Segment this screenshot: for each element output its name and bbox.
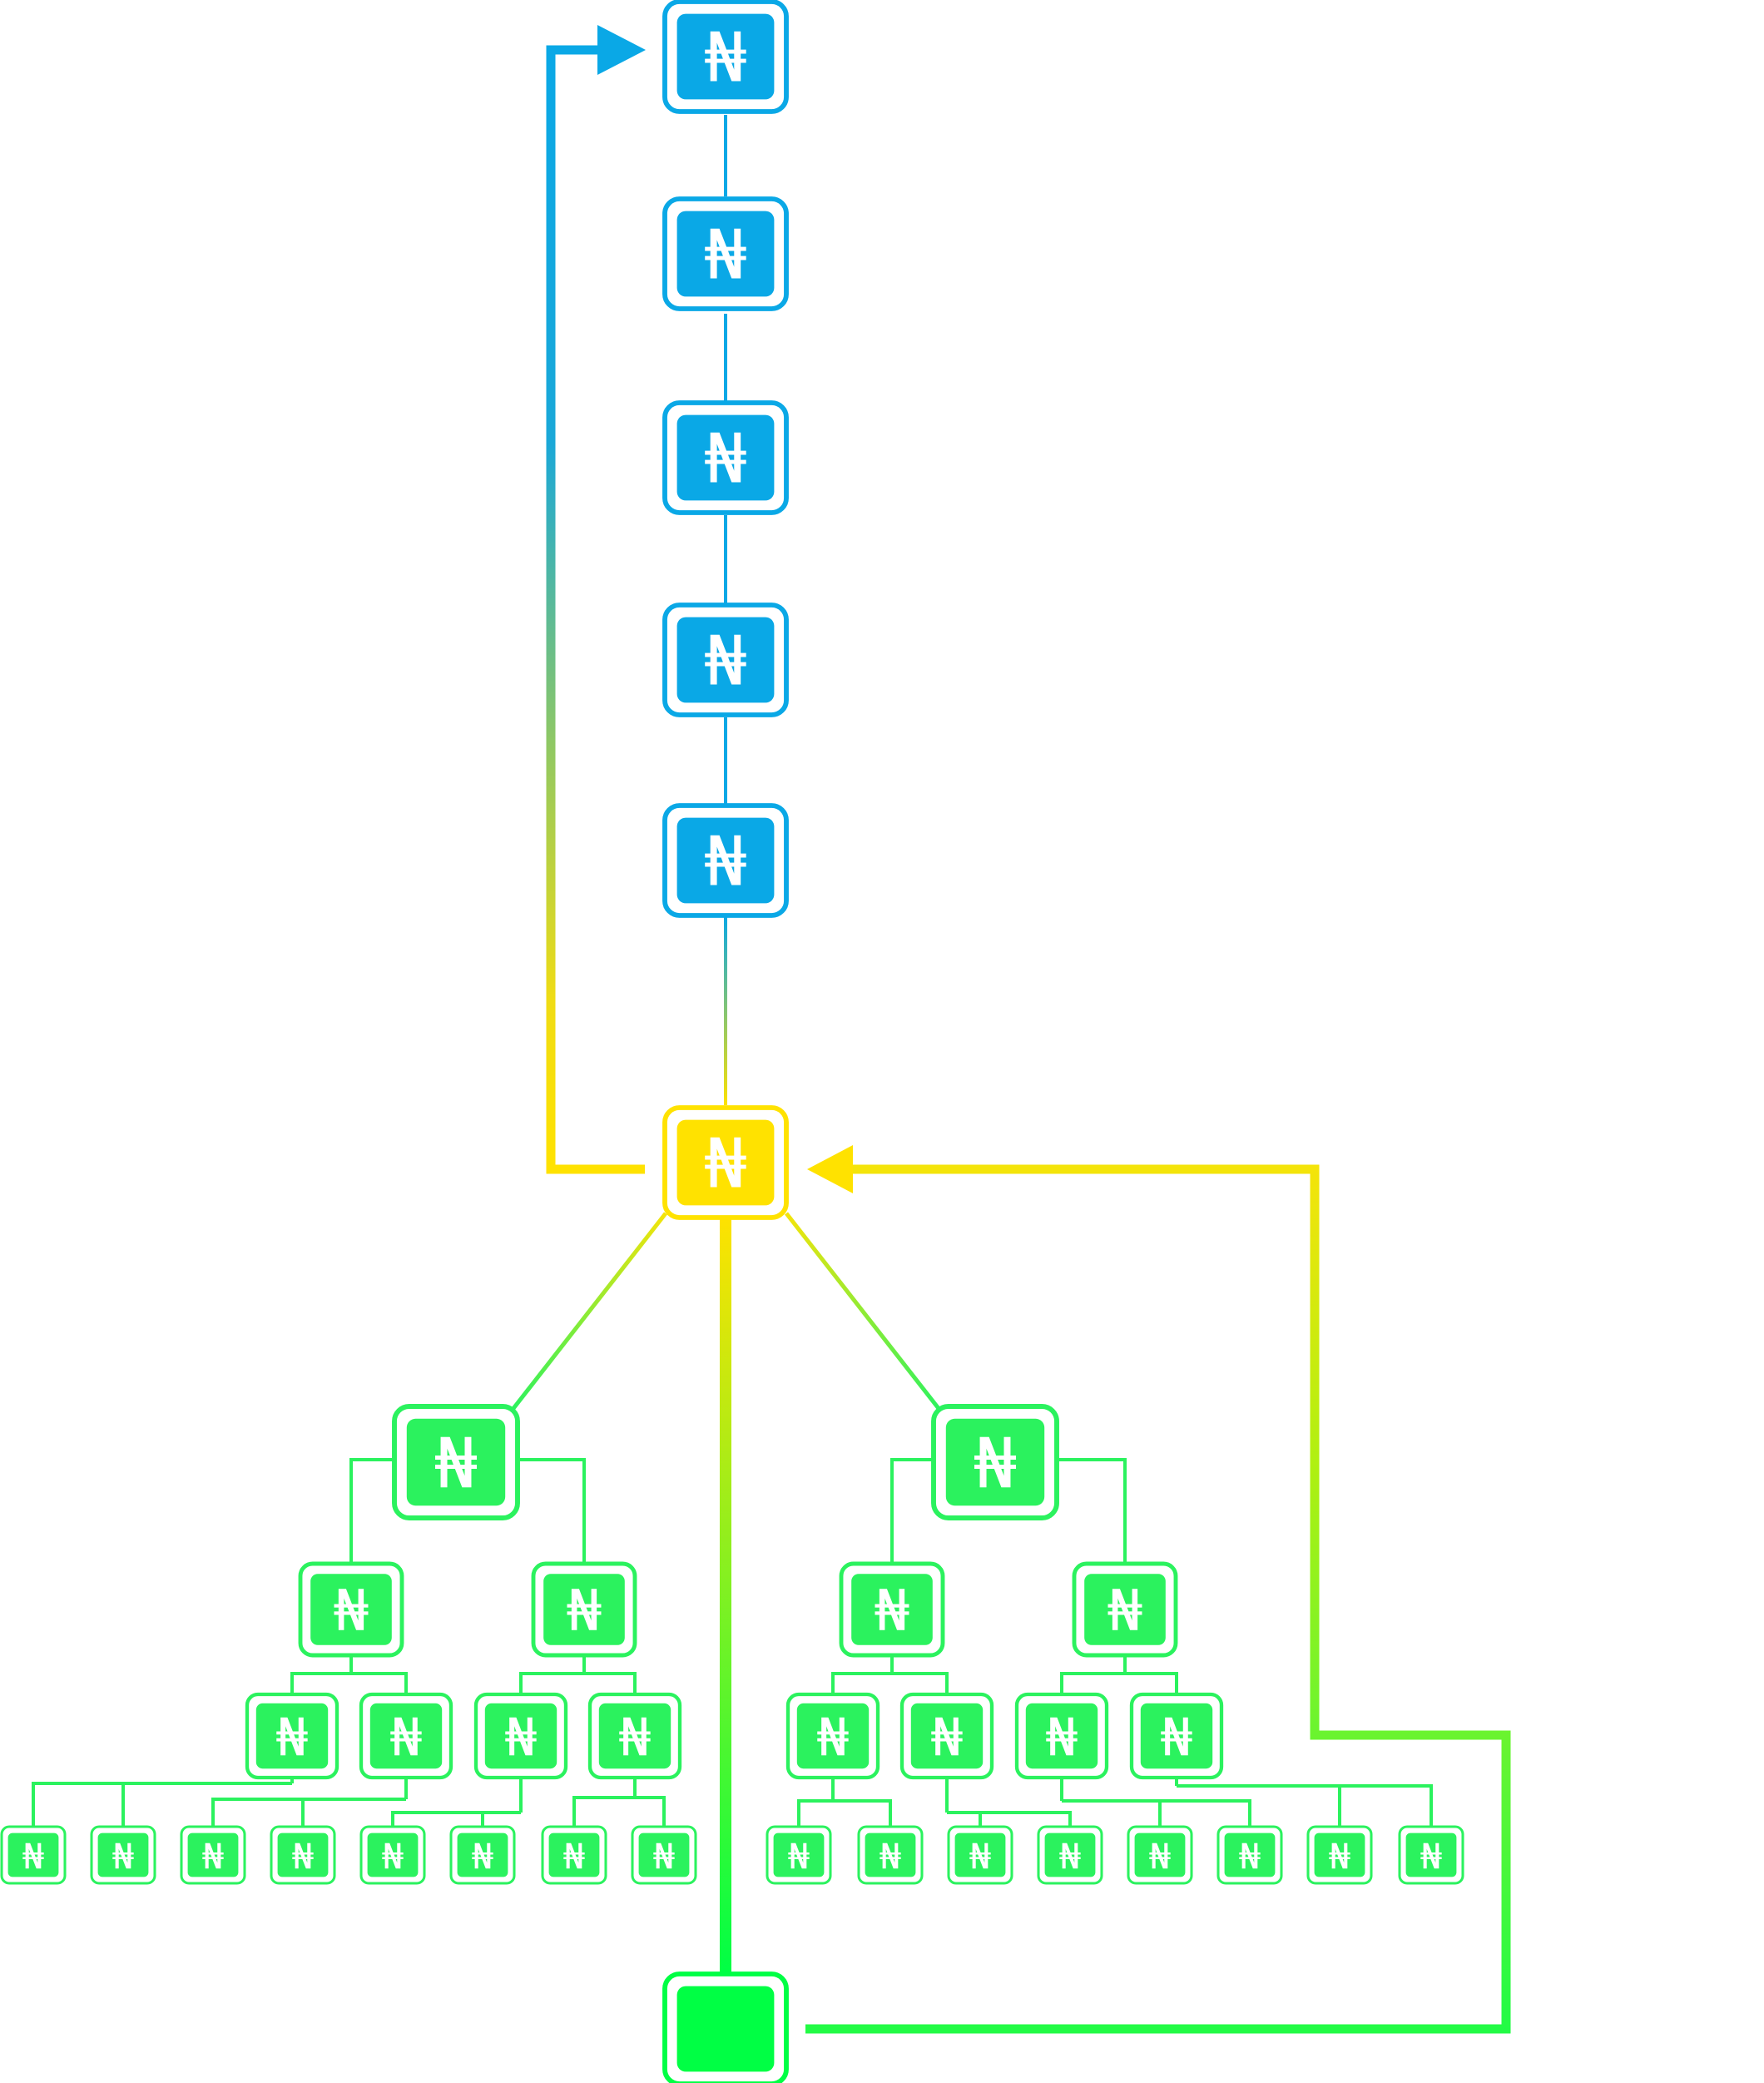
subtree-2-node-1-symbol: ₦ [816, 1708, 849, 1768]
subtree-1-leaf-node-6-symbol: ₦ [472, 1837, 494, 1877]
subtree-1-leaf-node-4: ₦ [270, 1825, 336, 1885]
subtree-2-leaf-node-1: ₦ [766, 1825, 832, 1885]
subtree-2-node-2: ₦ [899, 1692, 994, 1780]
subtree-2-leaf-node-2: ₦ [857, 1825, 924, 1885]
subtree-2-leaf-node-5-symbol: ₦ [1149, 1837, 1172, 1877]
subtree-2-node-3: ₦ [1014, 1692, 1109, 1780]
tree-connectors [32, 1458, 1433, 1827]
subtree-2-root-node: ₦ [931, 1404, 1059, 1520]
subtree-2-leaf-node-2-symbol: ₦ [880, 1837, 902, 1877]
subtree-1-branch-node-1-symbol: ₦ [333, 1579, 369, 1644]
subtree-1-root-node-symbol: ₦ [434, 1424, 478, 1505]
subtree-1-leaf-node-8-symbol: ₦ [653, 1837, 676, 1877]
subtree-2-leaf-node-5: ₦ [1127, 1825, 1193, 1885]
chain-node-2: ₦ [662, 196, 789, 311]
subtree-1-node-3-symbol: ₦ [504, 1708, 537, 1768]
arrowhead-to-hub [807, 1145, 853, 1193]
subtree-1-node-2-symbol: ₦ [389, 1708, 422, 1768]
subtree-1-leaf-node-5-symbol: ₦ [382, 1837, 404, 1877]
subtree-2-branch-node-2: ₦ [1072, 1561, 1178, 1658]
subtree-2-leaf-node-1-symbol: ₦ [788, 1837, 810, 1877]
subtree-2-leaf-node-3-symbol: ₦ [969, 1837, 992, 1877]
subtree-1-node-4: ₦ [587, 1692, 682, 1780]
subtree-1-branch-node-1: ₦ [298, 1561, 404, 1658]
subtree-1-leaf-node-1: ₦ [0, 1825, 67, 1885]
subtree-1-leaf-node-3-symbol: ₦ [202, 1837, 225, 1877]
hub-node-symbol: ₦ [704, 1125, 747, 1204]
chain-node-3: ₦ [662, 400, 789, 515]
nodes-layer: ₦ ₦ ₦ ₦ ₦ ₦ ₦ ₦ ₦ ₦ ₦ ₦ ₦ ₦ ₦ ₦ ₦ ₦ ₦ ₦ ₦ ₦ ₦ ₦ ₦ ₦ ₦ ₦ ₦ ₦ ₦ ₦ ₦ ₦ ₦ ₦ [0, 0, 1464, 2083]
subtree-2-leaf-node-6-symbol: ₦ [1239, 1837, 1261, 1877]
chain-node-2-symbol: ₦ [704, 216, 747, 295]
subtree-1-leaf-node-8: ₦ [631, 1825, 697, 1885]
subtree-1-leaf-node-3: ₦ [180, 1825, 246, 1885]
subtree-2-leaf-node-8-symbol: ₦ [1420, 1837, 1443, 1877]
subtree-2-leaf-node-3: ₦ [947, 1825, 1013, 1885]
subtree-2-node-1: ₦ [785, 1692, 880, 1780]
subtree-1-branch-node-2: ₦ [531, 1561, 637, 1658]
subtree-1-node-1-symbol: ₦ [275, 1708, 308, 1768]
subtree-1-leaf-node-2: ₦ [90, 1825, 156, 1885]
subtree-2-branch-node-1: ₦ [839, 1561, 945, 1658]
chain-node-4: ₦ [662, 603, 789, 717]
subtree-1-leaf-node-4-symbol: ₦ [292, 1837, 315, 1877]
subtree-2-leaf-node-8: ₦ [1398, 1825, 1464, 1885]
subtree-2-node-4-symbol: ₦ [1160, 1708, 1192, 1768]
subtree-1-node-2: ₦ [359, 1692, 453, 1780]
subtree-2-branch-node-2-symbol: ₦ [1107, 1579, 1142, 1644]
chain-node-4-symbol: ₦ [704, 622, 747, 702]
subtree-2-leaf-node-4: ₦ [1037, 1825, 1103, 1885]
subtree-1-leaf-node-2-symbol: ₦ [112, 1837, 135, 1877]
subtree-1-leaf-node-6: ₦ [449, 1825, 516, 1885]
subtree-2-node-2-symbol: ₦ [930, 1708, 963, 1768]
subtree-1-leaf-node-7-symbol: ₦ [563, 1837, 586, 1877]
subtree-2-leaf-node-7: ₦ [1306, 1825, 1373, 1885]
hub-to-right-subtree-connector [785, 1212, 942, 1412]
subtree-2-root-node-symbol: ₦ [974, 1424, 1018, 1505]
subtree-1-node-4-symbol: ₦ [618, 1708, 651, 1768]
subtree-2-leaf-node-7-symbol: ₦ [1329, 1837, 1351, 1877]
chain-node-3-symbol: ₦ [704, 420, 747, 499]
subtree-2-node-3-symbol: ₦ [1045, 1708, 1078, 1768]
feedback-loop-right-connector [805, 1164, 1511, 2034]
chain-node-1: ₦ [662, 0, 789, 114]
subtree-2-leaf-node-4-symbol: ₦ [1059, 1837, 1082, 1877]
subtree-1-leaf-node-5: ₦ [359, 1825, 426, 1885]
arrowhead-to-chain-top [597, 25, 646, 75]
chain-node-5: ₦ [662, 803, 789, 918]
subtree-2-node-4: ₦ [1129, 1692, 1224, 1780]
subtree-1-branch-node-2-symbol: ₦ [566, 1579, 602, 1644]
subtree-1-node-3: ₦ [473, 1692, 568, 1780]
subtree-1-root-node: ₦ [392, 1404, 520, 1520]
chain-node-1-symbol: ₦ [704, 19, 747, 98]
sink-node [662, 1971, 789, 2083]
subtree-1-node-1: ₦ [245, 1692, 339, 1780]
subtree-1-leaf-node-1-symbol: ₦ [22, 1837, 45, 1877]
hub-to-left-subtree-connector [510, 1212, 667, 1412]
feedback-loop-left-connector [546, 45, 645, 1174]
chain-node-5-symbol: ₦ [704, 823, 747, 902]
subtree-2-leaf-node-6: ₦ [1216, 1825, 1283, 1885]
hub-node: ₦ [662, 1105, 789, 1220]
subtree-1-leaf-node-7: ₦ [541, 1825, 607, 1885]
subtree-2-branch-node-1-symbol: ₦ [874, 1579, 909, 1644]
